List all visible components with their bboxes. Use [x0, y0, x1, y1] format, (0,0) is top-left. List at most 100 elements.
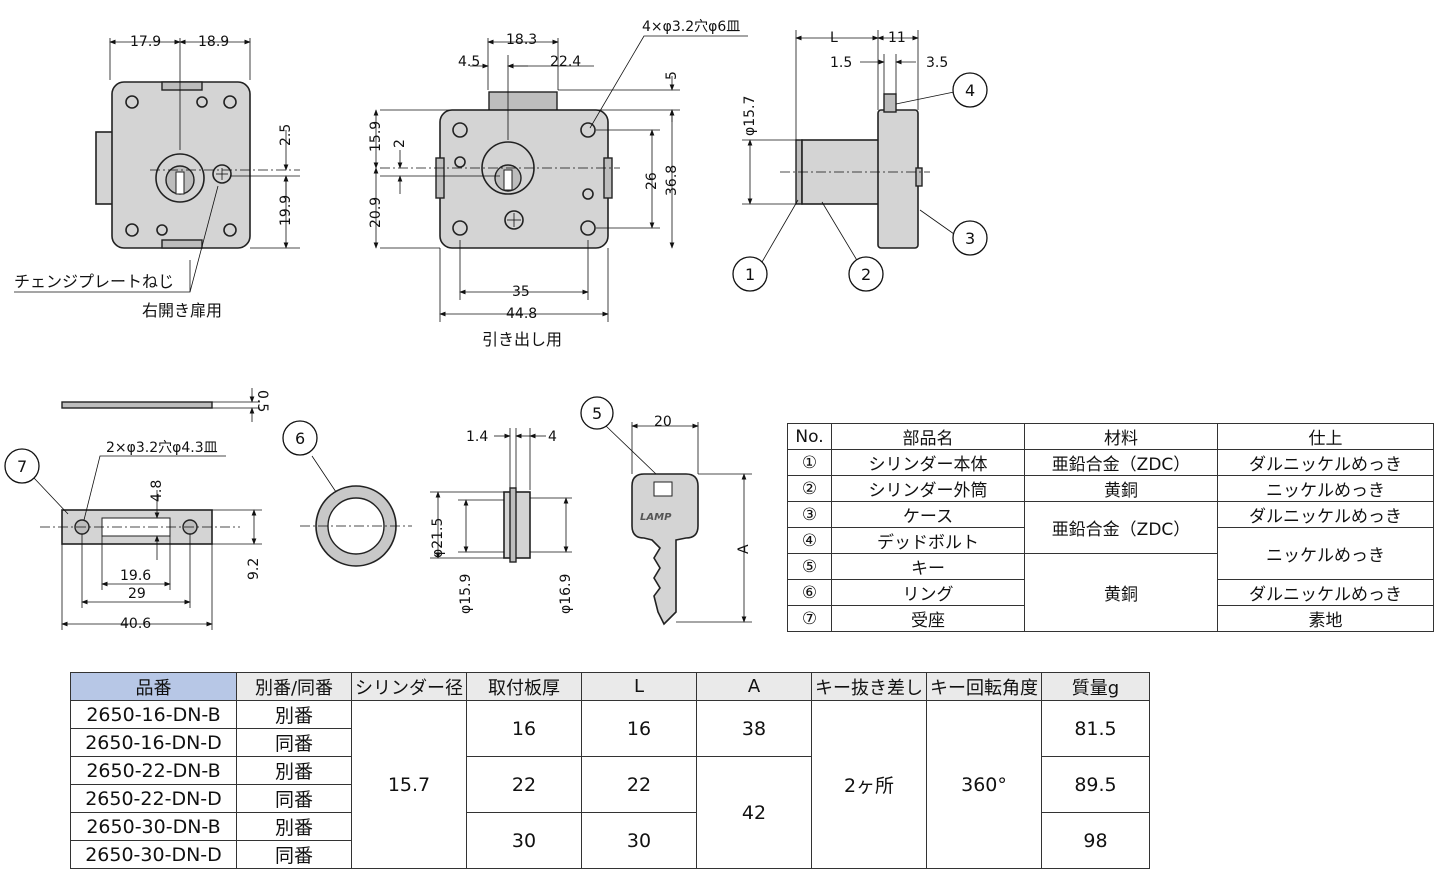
- parts-table: No. 部品名 材料 仕上 ① シリンダー本体 亜鉛合金（ZDC） ダルニッケル…: [787, 423, 1434, 632]
- table-row: ② シリンダー外筒 黄銅 ニッケルめっき: [787, 475, 1434, 502]
- cell-part-number: 2650-16-DN-B: [70, 700, 237, 729]
- table-row: ⑦ 受座 素地: [787, 605, 1434, 632]
- dim-phi-21-5: φ21.5: [430, 518, 446, 558]
- key-brand-logo: LAMP: [640, 512, 672, 523]
- cell-cylinder: 15.7: [351, 700, 467, 869]
- table-row: ⑤ キー 黄銅: [787, 553, 1434, 632]
- table-row: 2650-16-DN-D 同番: [70, 728, 1150, 757]
- cell-part-number: 2650-30-DN-D: [70, 840, 237, 869]
- cell-mass: 81.5: [1041, 700, 1150, 757]
- table-row: 2650-22-DN-B 別番 22 22 42 89.5: [70, 756, 1150, 869]
- cell-mass: 89.5: [1041, 756, 1150, 813]
- dim-15-9: 15.9: [368, 121, 384, 152]
- table-row: 2650-30-DN-B 別番 30 30 98: [70, 812, 1150, 869]
- label-change-plate-screw: チェンジプレートねじ: [14, 272, 174, 291]
- cell-finish: ダルニッケルめっき: [1217, 449, 1434, 476]
- dim-2: 2: [392, 139, 408, 148]
- dim-4-8: 4.8: [149, 480, 165, 502]
- dim-22-4: 22.4: [550, 54, 581, 70]
- dim-4-5: 4.5: [458, 54, 480, 70]
- table-row: 2650-22-DN-D 同番: [70, 784, 1150, 813]
- cell-material: 亜鉛合金（ZDC）: [1024, 501, 1218, 554]
- cell-key-type: 別番: [236, 700, 352, 729]
- col-L: L: [581, 672, 697, 701]
- dim-35: 35: [512, 284, 530, 300]
- dim-29: 29: [128, 586, 146, 602]
- dim-17-9: 17.9: [130, 34, 161, 50]
- dim-4: 4: [548, 429, 557, 445]
- col-key-type: 別番/同番: [236, 672, 352, 701]
- cell-key-pos: 2ヶ所: [811, 700, 927, 869]
- dim-1-5: 1.5: [830, 55, 852, 71]
- cell-key-type: 同番: [236, 784, 352, 813]
- cell-L: 30: [581, 812, 697, 869]
- cell-no: ⑥: [787, 579, 832, 606]
- dim-phi-15-7: φ15.7: [742, 96, 758, 136]
- drawer-view: [373, 35, 748, 322]
- dim-20-9: 20.9: [368, 197, 384, 228]
- dim-18-3: 18.3: [506, 32, 537, 48]
- strike-plate-view: [33, 388, 262, 630]
- cell-name: 受座: [831, 605, 1025, 632]
- cell-name: シリンダー本体: [831, 449, 1025, 476]
- cell-finish: ダルニッケルめっき: [1217, 579, 1434, 606]
- table-row: ③ ケース 亜鉛合金（ZDC） ダルニッケルめっき: [787, 501, 1434, 554]
- cell-part-number: 2650-16-DN-D: [70, 728, 237, 757]
- callout-7: 7: [17, 457, 27, 476]
- callout-5: 5: [592, 404, 602, 423]
- cell-finish: ダルニッケルめっき: [1217, 501, 1434, 528]
- dim-19-9: 19.9: [278, 195, 294, 226]
- cell-L: 22: [581, 756, 697, 813]
- dim-18-9: 18.9: [198, 34, 229, 50]
- col-A: A: [696, 672, 812, 701]
- dim-1-4: 1.4: [466, 429, 488, 445]
- cell-finish: ニッケルめっき: [1217, 475, 1434, 502]
- col-key-pos: キー抜き差し: [811, 672, 927, 701]
- dim-0-5: 0.5: [254, 390, 270, 412]
- col-rotation: キー回転角度: [926, 672, 1042, 701]
- col-part-name: 部品名: [831, 423, 1025, 450]
- callout-1: 1: [745, 265, 755, 284]
- cell-no: ⑤: [787, 553, 832, 580]
- cell-A: 42: [696, 756, 812, 869]
- cell-finish: ニッケルめっき: [1217, 527, 1434, 580]
- ring-view: [300, 428, 572, 567]
- cell-finish: 素地: [1217, 605, 1434, 632]
- dim-A: A: [736, 544, 752, 554]
- callout-4: 4: [965, 81, 975, 100]
- cell-part-number: 2650-22-DN-B: [70, 756, 237, 785]
- callout-6: 6: [295, 429, 305, 448]
- front-view: [14, 38, 300, 293]
- table-row: 2650-16-DN-B 別番 15.7 16 16 38 2ヶ所 360° 8…: [70, 700, 1150, 869]
- cell-name: リング: [831, 579, 1025, 606]
- table-row: 2650-30-DN-D 同番: [70, 840, 1150, 869]
- dim-44-8: 44.8: [506, 306, 537, 322]
- cell-name: キー: [831, 553, 1025, 580]
- cell-name: シリンダー外筒: [831, 475, 1025, 502]
- dim-5: 5: [664, 71, 680, 80]
- dim-40-6: 40.6: [120, 616, 151, 632]
- table-row: ⑥ リング ダルニッケルめっき: [787, 579, 1434, 606]
- cell-no: ④: [787, 527, 832, 554]
- cell-thickness: 16: [466, 700, 582, 757]
- cell-key-type: 別番: [236, 756, 352, 785]
- callout-2: 2: [861, 265, 871, 284]
- table-row: ① シリンダー本体 亜鉛合金（ZDC） ダルニッケルめっき: [787, 449, 1434, 476]
- dim-L: L: [830, 30, 838, 46]
- col-cylinder: シリンダー径: [351, 672, 467, 701]
- dim-phi-16-9: φ16.9: [558, 574, 574, 614]
- dim-9-2: 9.2: [246, 558, 262, 580]
- cell-part-number: 2650-30-DN-B: [70, 812, 237, 841]
- cell-part-number: 2650-22-DN-D: [70, 784, 237, 813]
- col-thickness: 取付板厚: [466, 672, 582, 701]
- cell-A: 38: [696, 700, 812, 757]
- dim-phi-15-9: φ15.9: [458, 574, 474, 614]
- col-mass: 質量g: [1041, 672, 1150, 701]
- dim-11: 11: [888, 30, 906, 46]
- dim-2-5: 2.5: [278, 124, 294, 146]
- dim-strike-hole: 2×φ3.2穴φ4.3皿: [106, 440, 218, 456]
- cell-name: ケース: [831, 501, 1025, 528]
- col-finish: 仕上: [1217, 423, 1434, 450]
- col-material: 材料: [1024, 423, 1218, 450]
- cell-mass: 98: [1041, 812, 1150, 869]
